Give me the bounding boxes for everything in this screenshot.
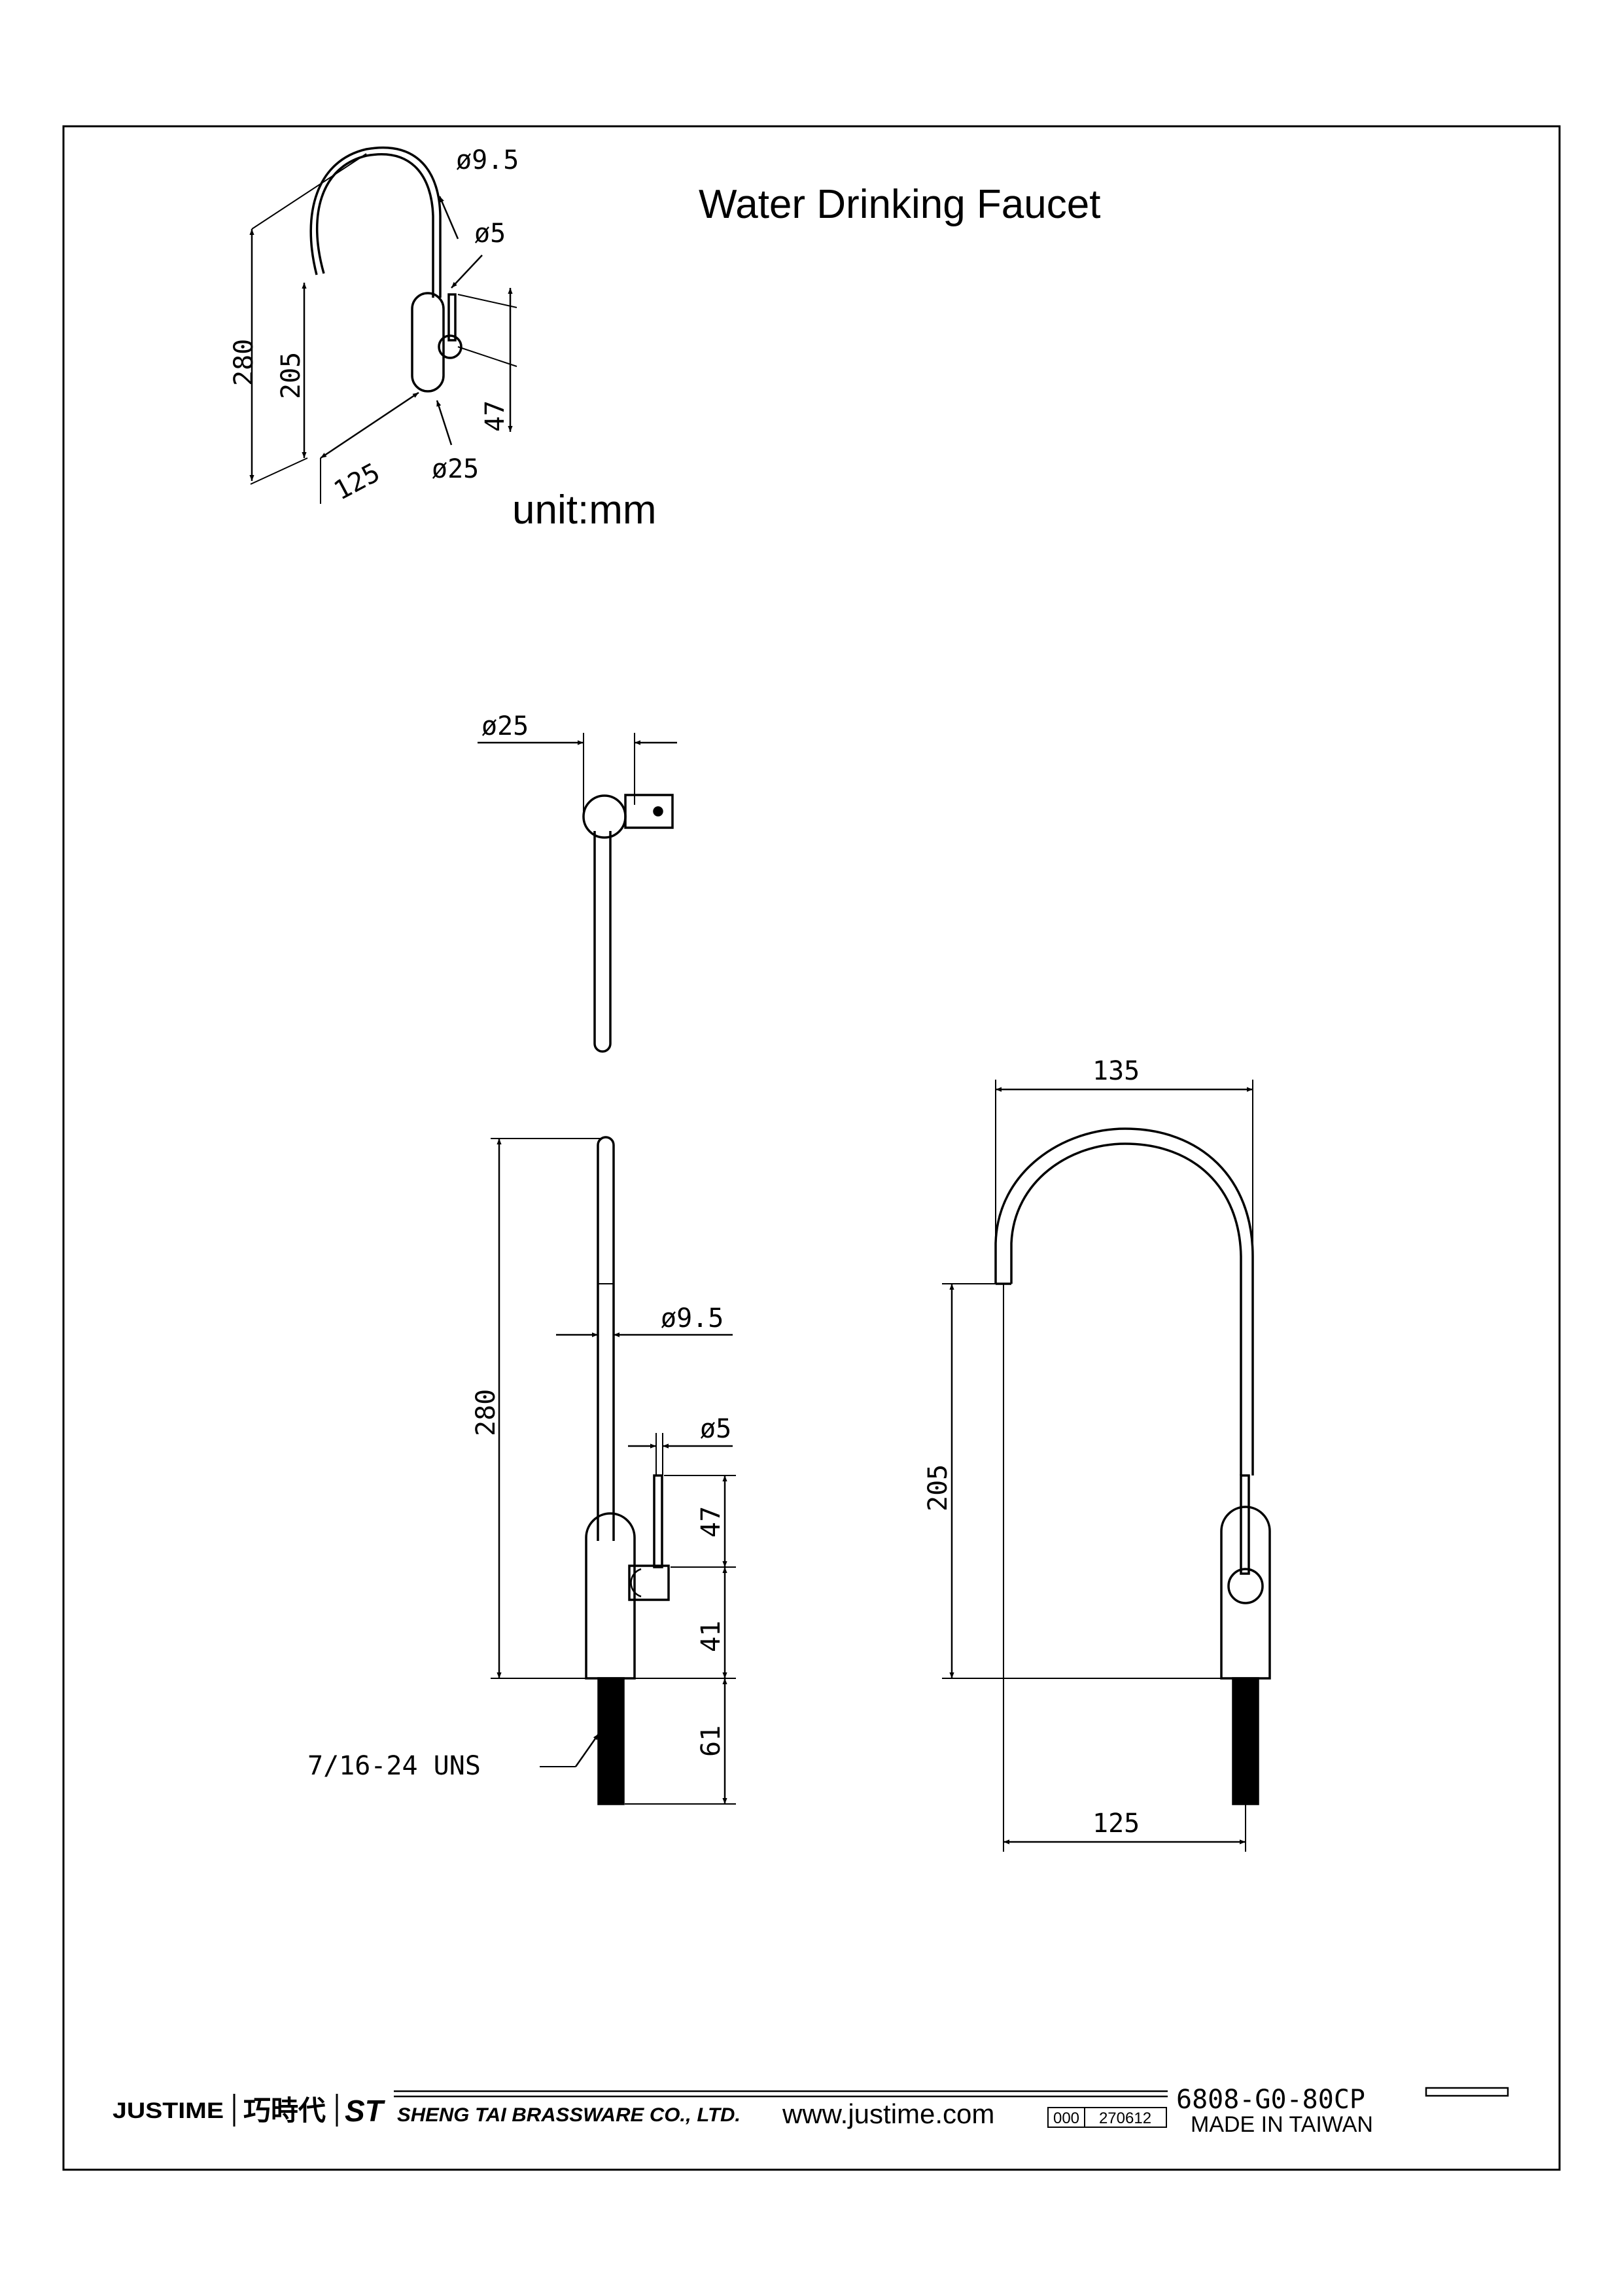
- iso-dim-reach: 125: [329, 457, 385, 506]
- model-bar: [1425, 2087, 1509, 2097]
- side-spout: [597, 1136, 615, 1541]
- company-name: SHENG TAI BRASSWARE CO., LTD.: [397, 2104, 741, 2126]
- chinese-logo: 巧時代: [243, 2094, 326, 2127]
- top-view: [478, 733, 677, 1053]
- iso-dim-height-outlet: 205: [276, 352, 306, 399]
- side-lever: [653, 1474, 663, 1568]
- iso-view: [249, 146, 517, 504]
- front-dim-width: 135: [1092, 1056, 1140, 1086]
- side-threaded-shank: [597, 1677, 625, 1805]
- front-dim-reach: 125: [1092, 1809, 1140, 1839]
- top-dim-base-dia: ø25: [481, 711, 529, 741]
- iso-dim-base-dia: ø25: [432, 454, 479, 484]
- side-dim-lever-dia: ø5: [700, 1414, 731, 1444]
- iso-dim-height-total: 280: [229, 339, 259, 386]
- side-dim-base-height: 41: [696, 1621, 726, 1652]
- side-thread-label: 7/16-24 UNS: [307, 1751, 481, 1781]
- front-base: [1220, 1506, 1271, 1680]
- side-view: [491, 1136, 736, 1805]
- made-in: MADE IN TAIWAN: [1191, 2112, 1373, 2137]
- model-number: 6808-G0-80CP: [1176, 2085, 1365, 2115]
- top-lever-block: [624, 794, 674, 829]
- front-dim-height-outlet: 205: [923, 1464, 953, 1511]
- front-threaded-shank: [1232, 1677, 1259, 1805]
- top-lever-hole: [653, 806, 663, 817]
- side-lever-block: [628, 1564, 670, 1601]
- front-lever: [1240, 1474, 1250, 1575]
- front-spout-inner: [1010, 1142, 1242, 1475]
- drawing-title: Water Drinking Faucet: [699, 182, 1100, 227]
- iso-base: [411, 292, 445, 393]
- iso-dim-lever-dia: ø5: [474, 219, 506, 249]
- code-a: 000: [1053, 2110, 1079, 2127]
- front-lever-knob: [1227, 1568, 1264, 1604]
- top-base-circle: [582, 794, 627, 839]
- iso-spout: [316, 153, 434, 298]
- side-dim-height-total: 280: [471, 1389, 501, 1436]
- top-spout: [593, 831, 612, 1053]
- drawing-frame: [62, 125, 1561, 2171]
- side-dim-spout-dia: ø9.5: [661, 1303, 724, 1333]
- iso-lever: [447, 293, 457, 342]
- code-b: 270612: [1099, 2110, 1151, 2127]
- side-base: [585, 1512, 636, 1680]
- side-dim-lever-length: 47: [696, 1506, 726, 1538]
- code-box-b: [1084, 2107, 1167, 2128]
- st-logo: ST: [345, 2094, 386, 2128]
- website: www.justime.com: [782, 2098, 994, 2129]
- iso-dim-spout-dia: ø9.5: [456, 145, 519, 175]
- justime-logo: JUSTIME: [113, 2098, 224, 2123]
- iso-lever-knob: [438, 334, 462, 359]
- front-view: [942, 1080, 1271, 1852]
- iso-dim-lever-length: 47: [480, 400, 510, 432]
- iso-spout-inner: [309, 146, 442, 298]
- title-block: JUSTIME 巧時代 ST SHENG TAI BRASSWARE CO., …: [113, 2085, 1509, 2137]
- front-spout: [994, 1127, 1254, 1475]
- unit-label: unit:mm: [512, 487, 656, 533]
- side-dim-shank-length: 61: [696, 1725, 726, 1757]
